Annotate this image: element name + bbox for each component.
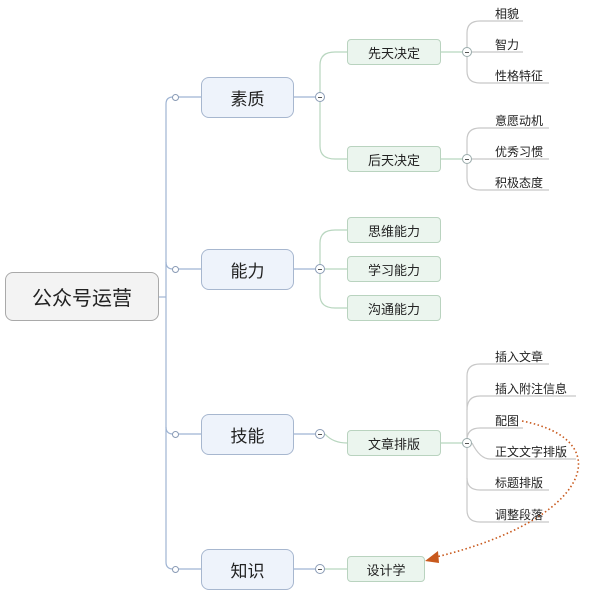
arrowhead-icon (425, 551, 439, 563)
leaf-topic[interactable]: 配图 (495, 414, 520, 428)
connector-dot (172, 566, 179, 573)
leaf-topic[interactable]: 智力 (495, 38, 520, 52)
subtopic[interactable]: 先天决定 (347, 39, 441, 65)
topic-jineng[interactable]: 技能 (201, 414, 294, 455)
trunk-line (165, 96, 174, 570)
topic-zhishi[interactable]: 知识 (201, 549, 294, 590)
collapse-toggle-icon[interactable] (315, 264, 325, 274)
subtopic[interactable]: 思维能力 (347, 217, 441, 243)
leaf-lines-houtian (466, 127, 549, 191)
topic-nengli[interactable]: 能力 (201, 249, 294, 290)
leaf-lines-paiban (466, 363, 576, 523)
subtopic-label: 后天决定 (367, 153, 420, 169)
leaf-topic[interactable]: 性格特征 (495, 69, 544, 83)
subtopic-label: 沟通能力 (367, 302, 420, 318)
leaf-lines-xiantian (466, 20, 549, 84)
leaf-topic[interactable]: 优秀习惯 (495, 145, 544, 159)
topic-label: 知识 (230, 562, 265, 582)
link-xiantian (319, 51, 347, 97)
link-houtian (319, 102, 347, 160)
leaf-topic[interactable]: 积极态度 (495, 176, 544, 190)
topic-label: 能力 (230, 262, 265, 282)
leaf-topic[interactable]: 插入附注信息 (495, 382, 568, 396)
subtopic-label: 学习能力 (367, 263, 420, 279)
subtopic[interactable]: 设计学 (347, 556, 425, 582)
connector-dot (172, 431, 179, 438)
subtopic[interactable]: 学习能力 (347, 256, 441, 282)
subtopic-label: 文章排版 (367, 437, 420, 453)
collapse-toggle-icon[interactable] (315, 92, 325, 102)
subtopic-label: 先天决定 (367, 46, 420, 62)
topic-label: 技能 (230, 427, 265, 447)
subtopic[interactable]: 后天决定 (347, 146, 441, 172)
leaf-topic[interactable]: 意愿动机 (495, 114, 544, 128)
leaf-topic[interactable]: 正文文字排版 (495, 445, 568, 459)
leaf-topic[interactable]: 插入文章 (495, 350, 544, 364)
leaf-topic[interactable]: 相貌 (495, 7, 520, 21)
subtopic[interactable]: 文章排版 (347, 430, 441, 456)
collapse-toggle-icon[interactable] (462, 438, 472, 448)
collapse-toggle-icon[interactable] (462, 154, 472, 164)
leaf-topic[interactable]: 调整段落 (495, 508, 544, 522)
collapse-toggle-icon[interactable] (315, 429, 325, 439)
connector-dot (172, 266, 179, 273)
topic-suzhi[interactable]: 素质 (201, 77, 294, 118)
subtopic[interactable]: 沟通能力 (347, 295, 441, 321)
collapse-toggle-icon[interactable] (462, 47, 472, 57)
connector-dot (172, 94, 179, 101)
subtopic-label: 思维能力 (367, 224, 420, 240)
collapse-toggle-icon[interactable] (315, 564, 325, 574)
topic-label: 素质 (230, 90, 265, 110)
root-topic[interactable]: 公众号运营 (5, 272, 159, 321)
leaf-topic[interactable]: 标题排版 (495, 476, 544, 490)
root-label: 公众号运营 (32, 286, 132, 310)
subtopic-label: 设计学 (366, 563, 406, 579)
